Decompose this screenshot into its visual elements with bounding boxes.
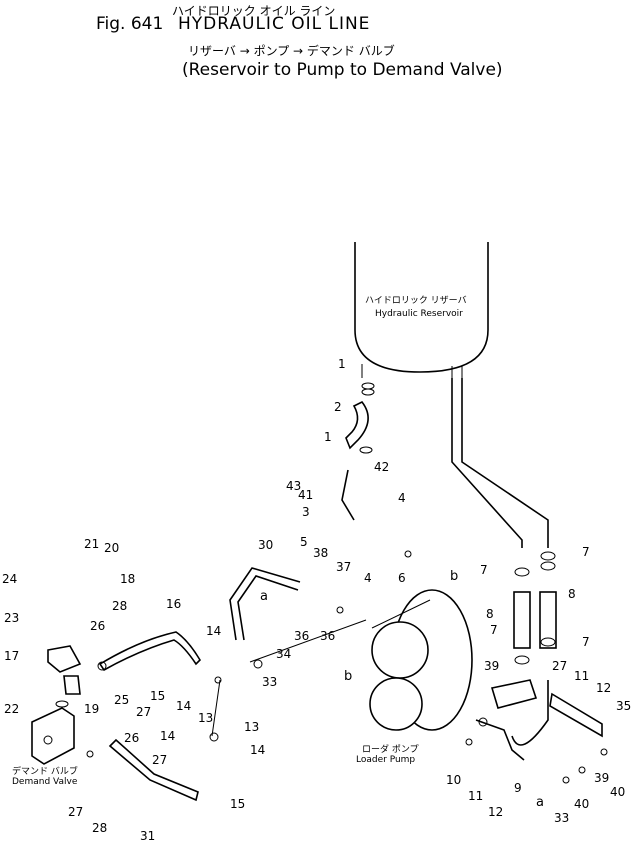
callout: 16: [166, 597, 181, 611]
return-pipe: [451, 378, 549, 548]
kana-title: ハイドロリック オイル ライン: [172, 4, 336, 18]
callout: 36: [320, 629, 335, 643]
callout: 25: [114, 693, 129, 707]
callout: 36: [294, 629, 309, 643]
callout: 26: [124, 731, 139, 745]
callout: 1: [324, 430, 332, 444]
fittings: [55, 382, 608, 784]
callout: 33: [554, 811, 569, 825]
callout: 8: [486, 607, 494, 621]
callout: 2: [334, 400, 342, 414]
callout: 19: [84, 702, 99, 716]
callout: 9: [514, 781, 522, 795]
pipe-29: [229, 567, 301, 641]
callout: 39: [594, 771, 609, 785]
callout: 12: [488, 805, 503, 819]
callout: 14: [206, 624, 221, 638]
callout: 35: [616, 699, 631, 713]
hose-2: [345, 400, 369, 450]
pipe-9: [475, 719, 525, 761]
callout: 7: [490, 623, 498, 637]
callout: 7: [582, 545, 590, 559]
callout: 13: [198, 711, 213, 725]
ref-a: a: [536, 795, 544, 810]
callout: 39: [484, 659, 499, 673]
callout: 13: [244, 720, 259, 734]
ref-b: b: [450, 569, 458, 584]
subtitle: (Reservoir to Pump to Demand Valve): [182, 60, 503, 80]
elbow-17: [47, 645, 82, 673]
callout: 27: [552, 659, 567, 673]
callout: 28: [112, 599, 127, 613]
callout: 6: [398, 571, 406, 585]
callout: 41: [298, 488, 313, 502]
page-title: HYDRAULIC OIL LINE: [178, 14, 371, 34]
callout: 14: [160, 729, 175, 743]
callout: 12: [596, 681, 611, 695]
callout: 24: [2, 572, 17, 586]
hydraulic-reservoir: [354, 242, 489, 378]
hose-30: [108, 738, 199, 802]
block-38: [490, 679, 538, 709]
callout: 26: [90, 619, 105, 633]
callout: 17: [4, 649, 19, 663]
callout: 43: [286, 479, 301, 493]
callout: 14: [176, 699, 191, 713]
demand-valve: [31, 707, 75, 765]
valve-label-en: Demand Valve: [12, 777, 78, 787]
callouts: 1 2 1 42 43 41 3 4 5 4 6 b 38 37 30 a 36…: [2, 357, 631, 842]
valve-label-jp: デマンド バルブ: [12, 765, 78, 777]
pipe-3: [341, 469, 355, 521]
fig-label: Fig. 641: [96, 14, 164, 34]
callout: 4: [398, 491, 406, 505]
callout: 38: [313, 546, 328, 560]
reservoir-label-en: Hydraulic Reservoir: [375, 309, 463, 319]
callout: 18: [120, 572, 135, 586]
callout: 42: [374, 460, 389, 474]
tube-8-right: [539, 591, 557, 649]
callout: 4: [364, 571, 372, 585]
ref-a: a: [260, 589, 268, 604]
callout: 30: [258, 538, 273, 552]
callout: 27: [136, 705, 151, 719]
callout: 27: [68, 805, 83, 819]
ref-b: b: [344, 669, 352, 684]
callout: 21: [84, 537, 99, 551]
callout: 23: [4, 611, 19, 625]
callout: 10: [446, 773, 461, 787]
callout: 3: [302, 505, 310, 519]
callout: 28: [92, 821, 107, 835]
bracket-31: [549, 692, 603, 738]
callout: 20: [104, 541, 119, 555]
callout: 1: [338, 357, 346, 371]
callout: 11: [574, 669, 589, 683]
callout: 27: [152, 753, 167, 767]
callout: 14: [250, 743, 265, 757]
callout: 40: [574, 797, 589, 811]
pump-label-en: Loader Pump: [356, 755, 415, 765]
elbow-19: [63, 675, 81, 695]
callout: 15: [230, 797, 245, 811]
callout: 34: [276, 647, 291, 661]
loader-pump: [369, 589, 473, 731]
callout: 37: [336, 560, 351, 574]
callout: 7: [480, 563, 488, 577]
hose-16: [98, 631, 202, 672]
callout: 11: [468, 789, 483, 803]
callout: 5: [300, 535, 308, 549]
reservoir-label-jp: ハイドロリック リザーバ: [365, 295, 467, 306]
callout: 40: [610, 785, 625, 799]
kana-subtitle: リザーバ → ポンプ → デマンド バルブ: [188, 44, 395, 58]
pump-label-jp: ローダ ポンプ: [362, 743, 419, 755]
tube-8-left: [513, 591, 531, 649]
callout: 22: [4, 702, 19, 716]
callout: 31: [140, 829, 155, 842]
callout: 15: [150, 689, 165, 703]
callout: 33: [262, 675, 277, 689]
callout: 8: [568, 587, 576, 601]
callout: 7: [582, 635, 590, 649]
